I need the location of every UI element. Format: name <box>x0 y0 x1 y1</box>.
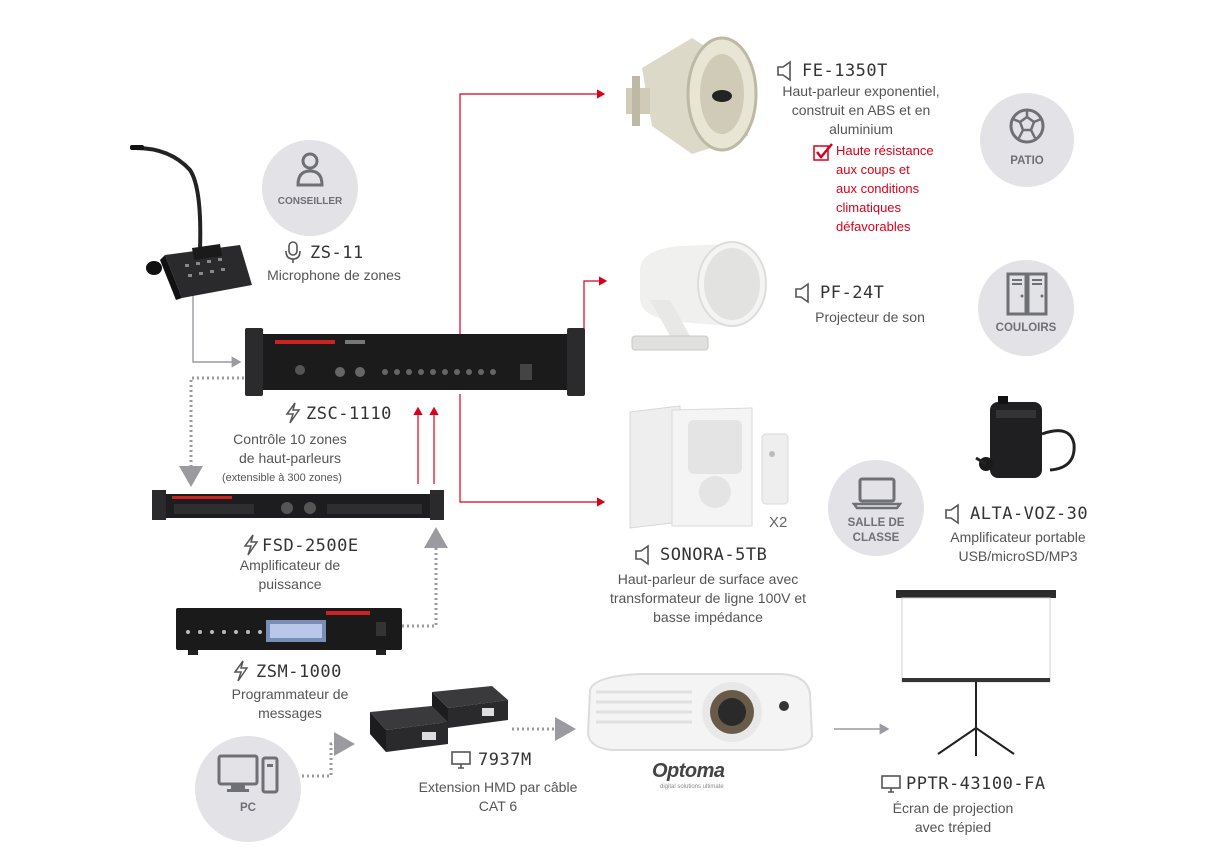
altavoz30-speaker-icon <box>945 503 959 525</box>
fe1350t-description: Haut-parleur exponentiel, construit en A… <box>782 83 940 137</box>
optoma-logo: Optoma <box>652 760 725 782</box>
fsd2500e-lightning-icon <box>243 534 259 556</box>
pf24t-projector-image <box>631 241 767 351</box>
zsc1110-description: Contrôle 10 zones de haut-parleurs <box>233 431 347 466</box>
altavoz30-amplifier-image <box>975 396 1076 478</box>
check-icon <box>813 143 833 161</box>
zsc1110-lightning-icon <box>285 402 301 424</box>
altavoz30-description: Amplificateur portable USB/microSD/MP3 <box>950 529 1086 564</box>
pptr-description: Écran de projection avec trépied <box>892 800 1014 835</box>
zone-conseiller-circle: CONSEILLER <box>262 140 358 236</box>
pc-icon <box>217 754 279 794</box>
zsm1000-programmer-image <box>176 608 402 655</box>
sonora5tb-speaker-icon <box>635 544 649 566</box>
zsm1000-lightning-icon <box>233 660 249 682</box>
optoma-projector-image <box>586 673 814 751</box>
zone-patio-circle: PATIO <box>980 93 1074 187</box>
pf24t-description: Projecteur de son <box>815 309 925 325</box>
red-link-fe1350t <box>459 89 606 338</box>
zs11-microphone-icon <box>285 241 301 263</box>
fe1350t-speaker-icon <box>777 60 791 82</box>
zone-salle-label: SALLE DE CLASSE <box>847 517 905 544</box>
person-icon <box>296 152 324 187</box>
red-link-sonora <box>459 394 606 507</box>
7937m-code: 7937M <box>478 750 532 770</box>
fsd2500e-description: Amplificateur de puissance <box>239 557 341 592</box>
fe1350t-code: FE-1350T <box>802 61 888 81</box>
pptr-monitor-icon <box>881 775 901 793</box>
gray-link-mic <box>192 292 242 368</box>
zsm1000-code: ZSM-1000 <box>256 662 342 682</box>
sonora5tb-quantity: X2 <box>769 514 788 531</box>
fsd2500e-amplifier-image <box>152 490 444 520</box>
zsm1000-description: Programmateur de messages <box>231 686 349 721</box>
pf24t-code: PF-24T <box>820 283 885 303</box>
pptr-screen-image <box>896 590 1056 756</box>
zs11-microphone-image <box>130 145 252 300</box>
zone-pc-circle: PC <box>195 736 301 842</box>
zsc1110-code: ZSC-1110 <box>306 404 392 424</box>
zone-patio-label: PATIO <box>1010 155 1044 167</box>
zone-couloirs-label: COULOIRS <box>995 322 1057 334</box>
7937m-extender-image <box>370 686 508 752</box>
zsc1110-mixer-image <box>245 328 585 396</box>
pf24t-speaker-icon <box>795 282 809 304</box>
zone-pc-label: PC <box>240 802 256 814</box>
sonora5tb-description: Haut-parleur de surface avec transformat… <box>609 571 807 625</box>
altavoz30-code: ALTA-VOZ-30 <box>970 504 1089 524</box>
laptop-icon <box>851 477 903 510</box>
gray-dotted-zsm-amp <box>402 527 448 628</box>
pptr-code: PPTR-43100-FA <box>906 774 1046 794</box>
sonora5tb-code: SONORA-5TB <box>660 545 768 565</box>
zone-conseiller-label: CONSEILLER <box>277 196 343 207</box>
gray-dotted-pc-ext <box>302 732 355 778</box>
zone-couloirs-circle: COULOIRS <box>978 260 1074 356</box>
optoma-tagline: digital solutions ultimate <box>660 784 724 790</box>
zsc1110-note: (extensible à 300 zones) <box>222 472 342 484</box>
fe1350t-horn-image <box>626 36 758 154</box>
lockers-icon <box>1006 272 1048 316</box>
soccer-ball-icon <box>1009 108 1045 144</box>
fe1350t-features: Haute résistance aux coups et aux condit… <box>836 143 934 234</box>
zs11-code: ZS-11 <box>310 243 364 263</box>
zone-salle-circle: SALLE DE CLASSE <box>828 460 924 556</box>
fsd2500e-code: FSD-2500E <box>262 536 359 556</box>
sonora5tb-speaker-image <box>629 405 789 529</box>
7937m-monitor-icon <box>451 751 471 769</box>
7937m-description: Extension HMD par câble CAT 6 <box>418 779 578 814</box>
zs11-description: Microphone de zones <box>267 267 401 283</box>
